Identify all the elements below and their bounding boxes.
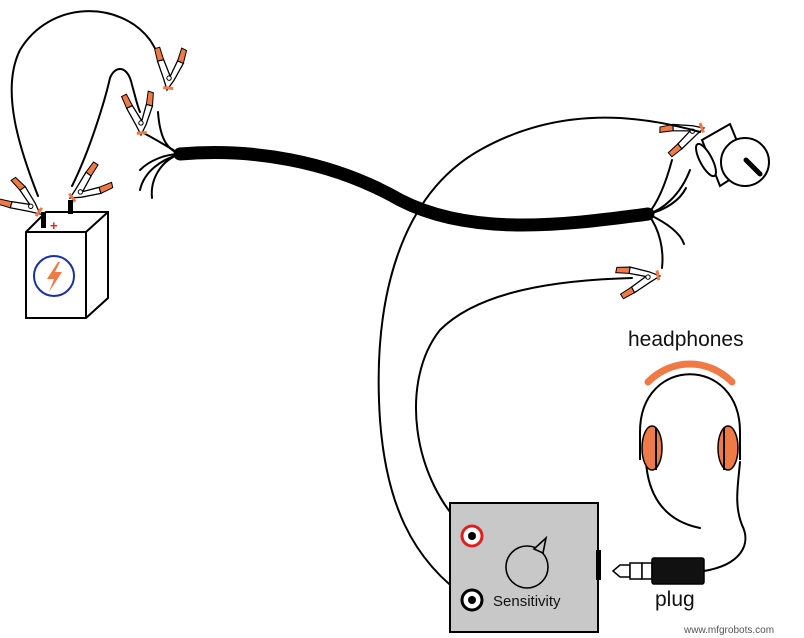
main-cable <box>173 146 655 232</box>
sensitivity-label: Sensitivity <box>493 593 561 610</box>
cable-left-lead-2 <box>139 130 181 155</box>
clip-meter-lead <box>613 258 665 301</box>
headphones-label: headphones <box>628 328 744 351</box>
battery-minus-label: − <box>74 204 82 219</box>
knob-icon <box>505 535 549 589</box>
headphone-cord-left <box>645 461 701 529</box>
cable-left-lead-4 <box>139 153 181 191</box>
detector-box: Sensitivity <box>449 502 601 633</box>
battery-plus-label: + <box>50 218 58 233</box>
cable-left-lead-5 <box>139 153 181 171</box>
cable-right-lead-3 <box>647 187 687 215</box>
clip-top-lower <box>119 89 159 138</box>
cable-right-lead-1 <box>647 159 673 215</box>
plug-label: plug <box>655 588 695 611</box>
watermark: www.mfgrobots.com <box>683 625 774 636</box>
battery-wire-inner <box>71 68 141 187</box>
headphone-cord <box>703 461 747 572</box>
cable-right-lead-5 <box>647 213 664 269</box>
phone-plug-icon <box>611 557 705 585</box>
battery-icon: + − <box>25 200 109 319</box>
headphones-icon <box>639 360 741 471</box>
lightning-icon <box>47 262 62 292</box>
wire-to-black-jack <box>377 116 701 601</box>
potentiometer-icon <box>695 122 770 188</box>
cable-right-lead-4 <box>647 213 685 245</box>
wire-to-red-jack <box>415 277 633 535</box>
clip-top-upper <box>149 44 189 93</box>
